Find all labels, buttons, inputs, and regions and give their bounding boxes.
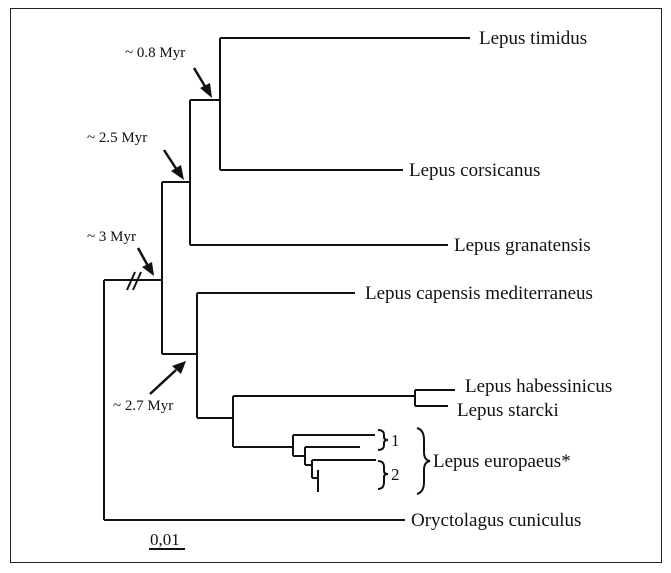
taxon-label-europaeus: Lepus europaeus* bbox=[433, 451, 571, 472]
clade-label-2: 2 bbox=[391, 465, 400, 484]
arrow-2.5 bbox=[162, 149, 184, 180]
node-age-0.8: ~ 0.8 Myr bbox=[125, 45, 185, 61]
taxon-label-habessinicus: Lepus habessinicus bbox=[465, 376, 612, 397]
figure-frame bbox=[10, 8, 662, 563]
brace-europaeus bbox=[416, 427, 431, 495]
node-age-2.5: ~ 2.5 Myr bbox=[87, 130, 147, 146]
taxon-label-timidus: Lepus timidus bbox=[479, 28, 587, 49]
break-mark-1 bbox=[126, 271, 136, 291]
brace-clade-2 bbox=[377, 460, 389, 490]
node-age-3: ~ 3 Myr bbox=[87, 229, 136, 245]
break-mark-2 bbox=[132, 271, 142, 291]
clade-label-1: 1 bbox=[391, 431, 400, 450]
arrow-0.8 bbox=[192, 67, 212, 98]
brace-clade-1 bbox=[377, 429, 389, 451]
scale-bar-label: 0,01 bbox=[150, 530, 180, 549]
taxon-label-corsicanus: Lepus corsicanus bbox=[409, 160, 540, 181]
node-age-2.7: ~ 2.7 Myr bbox=[113, 398, 173, 414]
taxon-label-oryctolagus: Oryctolagus cuniculus bbox=[411, 510, 581, 531]
arrow-3 bbox=[136, 247, 154, 276]
taxon-label-granatensis: Lepus granatensis bbox=[454, 235, 591, 256]
arrow-2.7 bbox=[149, 361, 186, 395]
taxon-label-capensis: Lepus capensis mediterraneus bbox=[365, 283, 593, 304]
taxon-label-starcki: Lepus starcki bbox=[457, 400, 559, 421]
